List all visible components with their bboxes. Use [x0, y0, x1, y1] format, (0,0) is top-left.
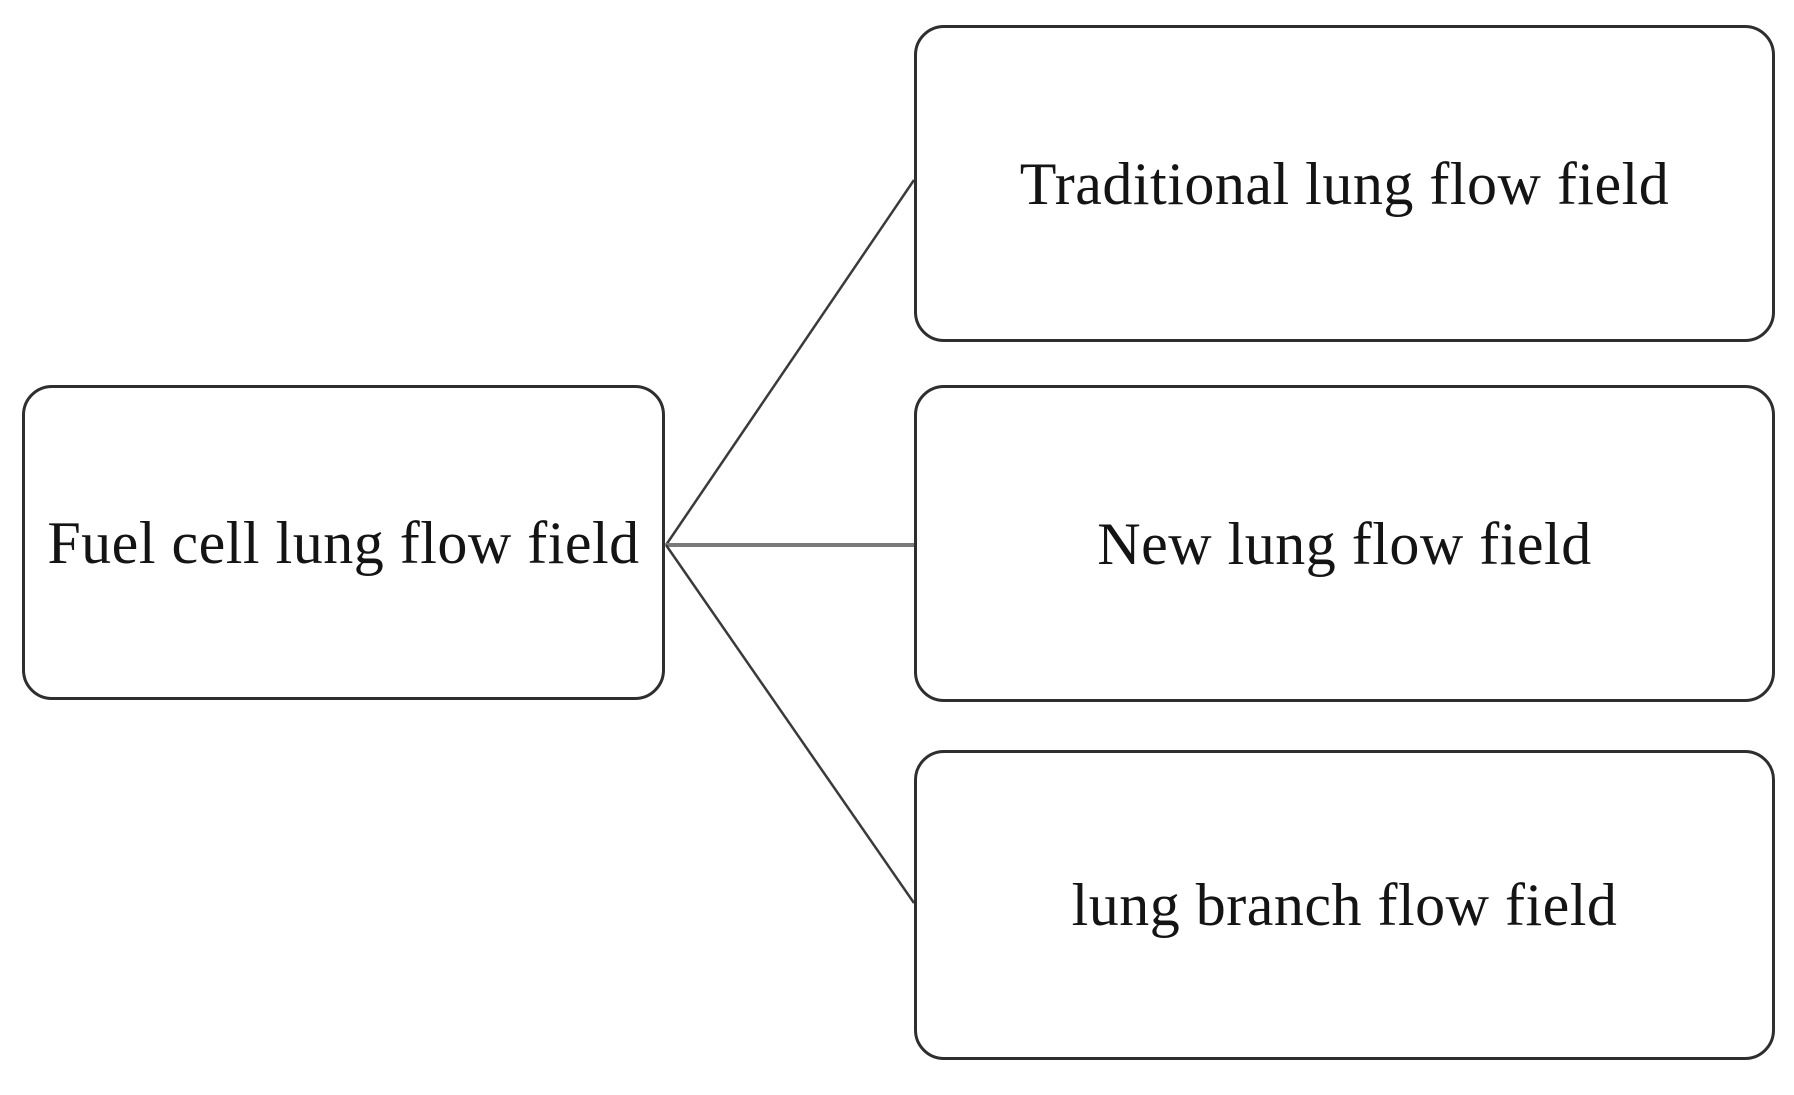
node-label: New lung flow field	[1097, 510, 1592, 577]
connector-root-to-branch	[664, 544, 916, 904]
node-traditional-lung-flow-field: Traditional lung flow field	[914, 25, 1775, 342]
node-label: Fuel cell lung flow field	[47, 509, 640, 576]
node-lung-branch-flow-field: lung branch flow field	[914, 750, 1775, 1060]
node-label: lung branch flow field	[1071, 872, 1618, 938]
node-label: Traditional lung flow field	[1019, 150, 1670, 217]
connector-root-to-traditional	[664, 179, 916, 546]
node-new-lung-flow-field: New lung flow field	[914, 385, 1775, 702]
node-fuel-cell-lung-flow-field: Fuel cell lung flow field	[22, 385, 665, 700]
